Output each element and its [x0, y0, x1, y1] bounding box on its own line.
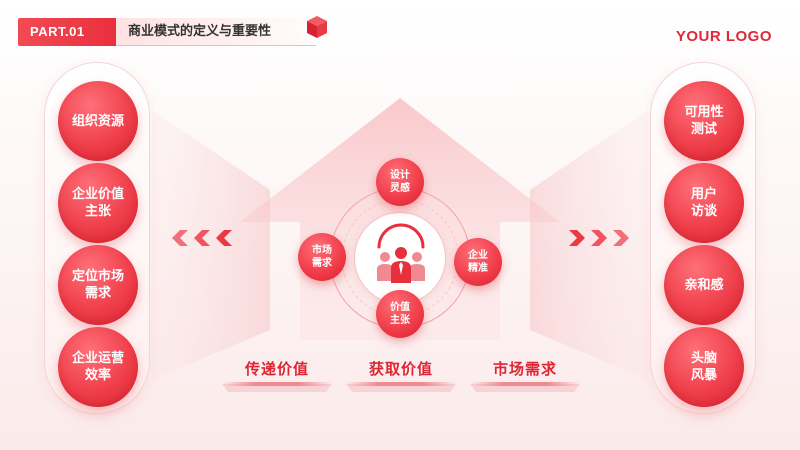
right-item-2: 用户 访谈 [664, 163, 744, 243]
right-chevron-group [569, 228, 633, 248]
left-item-2: 企业价值 主张 [58, 163, 138, 243]
value-label-1: 传递价值 [244, 360, 309, 378]
right-item-3: 亲和感 [664, 245, 744, 325]
hub-left: 市场 需求 [298, 233, 346, 281]
hub-bottom: 价值 主张 [376, 290, 424, 338]
value-underline-3 [470, 382, 580, 386]
team-people-icon [377, 223, 425, 283]
value-label-3: 市场需求 [492, 360, 557, 378]
left-column: 组织资源 企业价值 主张 定位市场 需求 企业运营 效率 [44, 62, 150, 414]
platform-3 [470, 384, 580, 392]
logo: YOUR LOGO [675, 28, 772, 45]
right-item-1: 可用性 测试 [664, 81, 744, 161]
cube-icon [307, 16, 327, 38]
left-chevron-group [168, 228, 232, 248]
core-circle [354, 212, 446, 304]
hub-right: 企业 精准 [454, 238, 502, 286]
part-tag: PART.01 [18, 18, 116, 46]
chevron-left-icon [172, 230, 188, 246]
value-underline-1 [222, 382, 332, 386]
right-column: 可用性 测试 用户 访谈 亲和感 头脑 风暴 [650, 62, 756, 414]
left-item-1: 组织资源 [58, 81, 138, 161]
left-item-3: 定位市场 需求 [58, 245, 138, 325]
platform-2 [346, 384, 456, 392]
right-wing-shape [530, 110, 648, 380]
chevron-left-icon [216, 230, 232, 246]
chevron-left-icon [194, 230, 210, 246]
platform-1 [222, 384, 332, 392]
left-wing-shape [152, 110, 270, 380]
chevron-right-icon [569, 230, 585, 246]
value-underline-2 [346, 382, 456, 386]
value-label-2: 获取价值 [368, 360, 433, 378]
title-bar: 商业模式的定义与重要性 [116, 18, 316, 46]
right-item-4: 头脑 风暴 [664, 327, 744, 407]
chevron-right-icon [591, 230, 607, 246]
left-item-4: 企业运营 效率 [58, 327, 138, 407]
hub-top: 设计 灵感 [376, 158, 424, 206]
page-title: 商业模式的定义与重要性 [128, 24, 272, 39]
chevron-right-icon [613, 230, 629, 246]
